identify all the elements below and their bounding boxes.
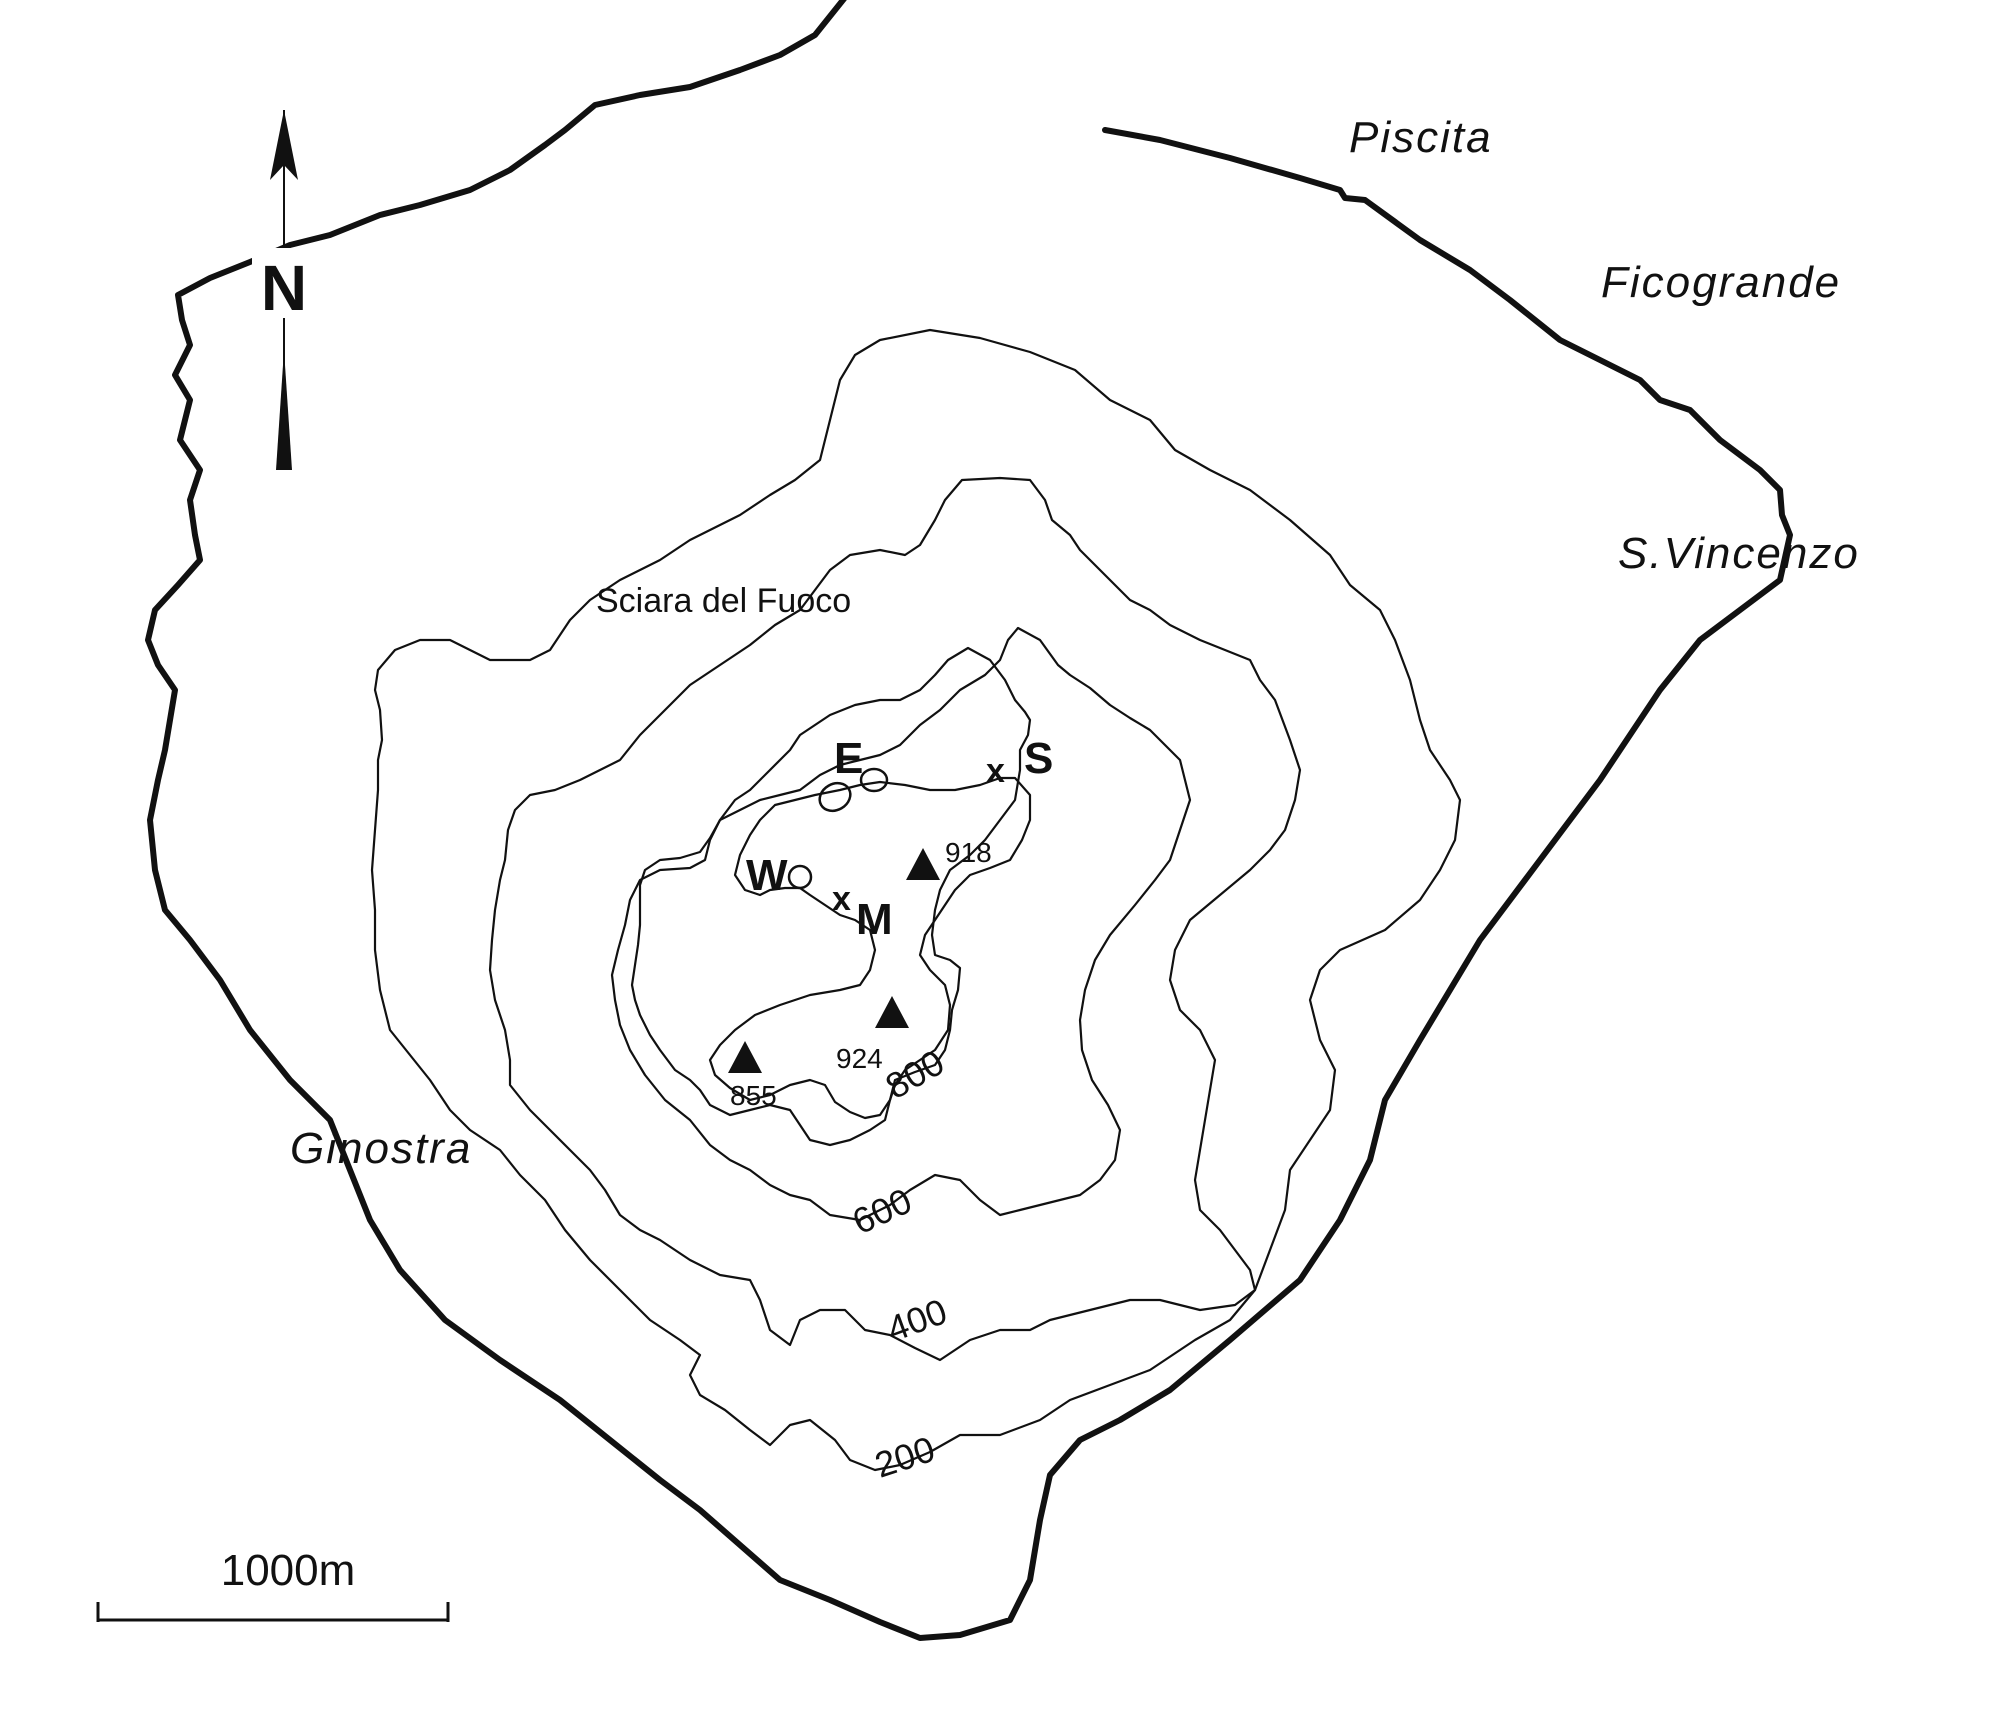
north-arrow-tail [276,350,292,470]
peak-label-924: 924 [836,1043,883,1074]
peak-label-918: 918 [945,837,992,868]
crater-label-w: W [746,851,788,900]
scale-bar-label: 1000m [221,1546,356,1595]
peak-label-855: 855 [730,1080,777,1111]
crater-vent-west [787,864,813,890]
crater-label-m: M [856,895,893,944]
contour-600 [610,626,1192,1222]
contour-label-400: 400 [882,1290,952,1349]
peak-918-triangle [906,848,940,880]
place-label-sciara: Sciara del Fuoco [596,582,851,620]
north-arrow-head [270,110,298,180]
north-label-bg [252,248,316,318]
town-label-s-vincenzo: S.Vincenzo [1618,529,1860,578]
contour-800 [630,646,1032,1147]
peak-924-triangle [875,996,909,1028]
peak-855-triangle [728,1041,762,1073]
north-label: N [261,252,307,324]
contour-label-800: 800 [879,1041,952,1107]
contour-400 [488,476,1302,1362]
town-label-piscita: Piscita [1349,113,1493,162]
crater-label-e: E [834,734,863,783]
contour-200 [370,328,1462,1472]
x-mark-s: x [986,752,1005,790]
crater-label-s: S [1024,734,1053,783]
town-label-ficogrande: Ficogrande [1601,258,1841,307]
x-mark-m: x [832,880,851,918]
crater-vent-east-1 [818,781,852,813]
coastline [145,0,1793,1641]
scale-bar: 1000m [96,1546,450,1622]
crater-vent-east-2 [859,767,889,793]
contour-label-600: 600 [846,1180,918,1243]
contour-label-200: 200 [870,1428,940,1486]
north-arrow: N [252,110,316,470]
summit-contour [708,776,1032,1120]
town-label-ginostra: Ginostra [290,1124,472,1173]
